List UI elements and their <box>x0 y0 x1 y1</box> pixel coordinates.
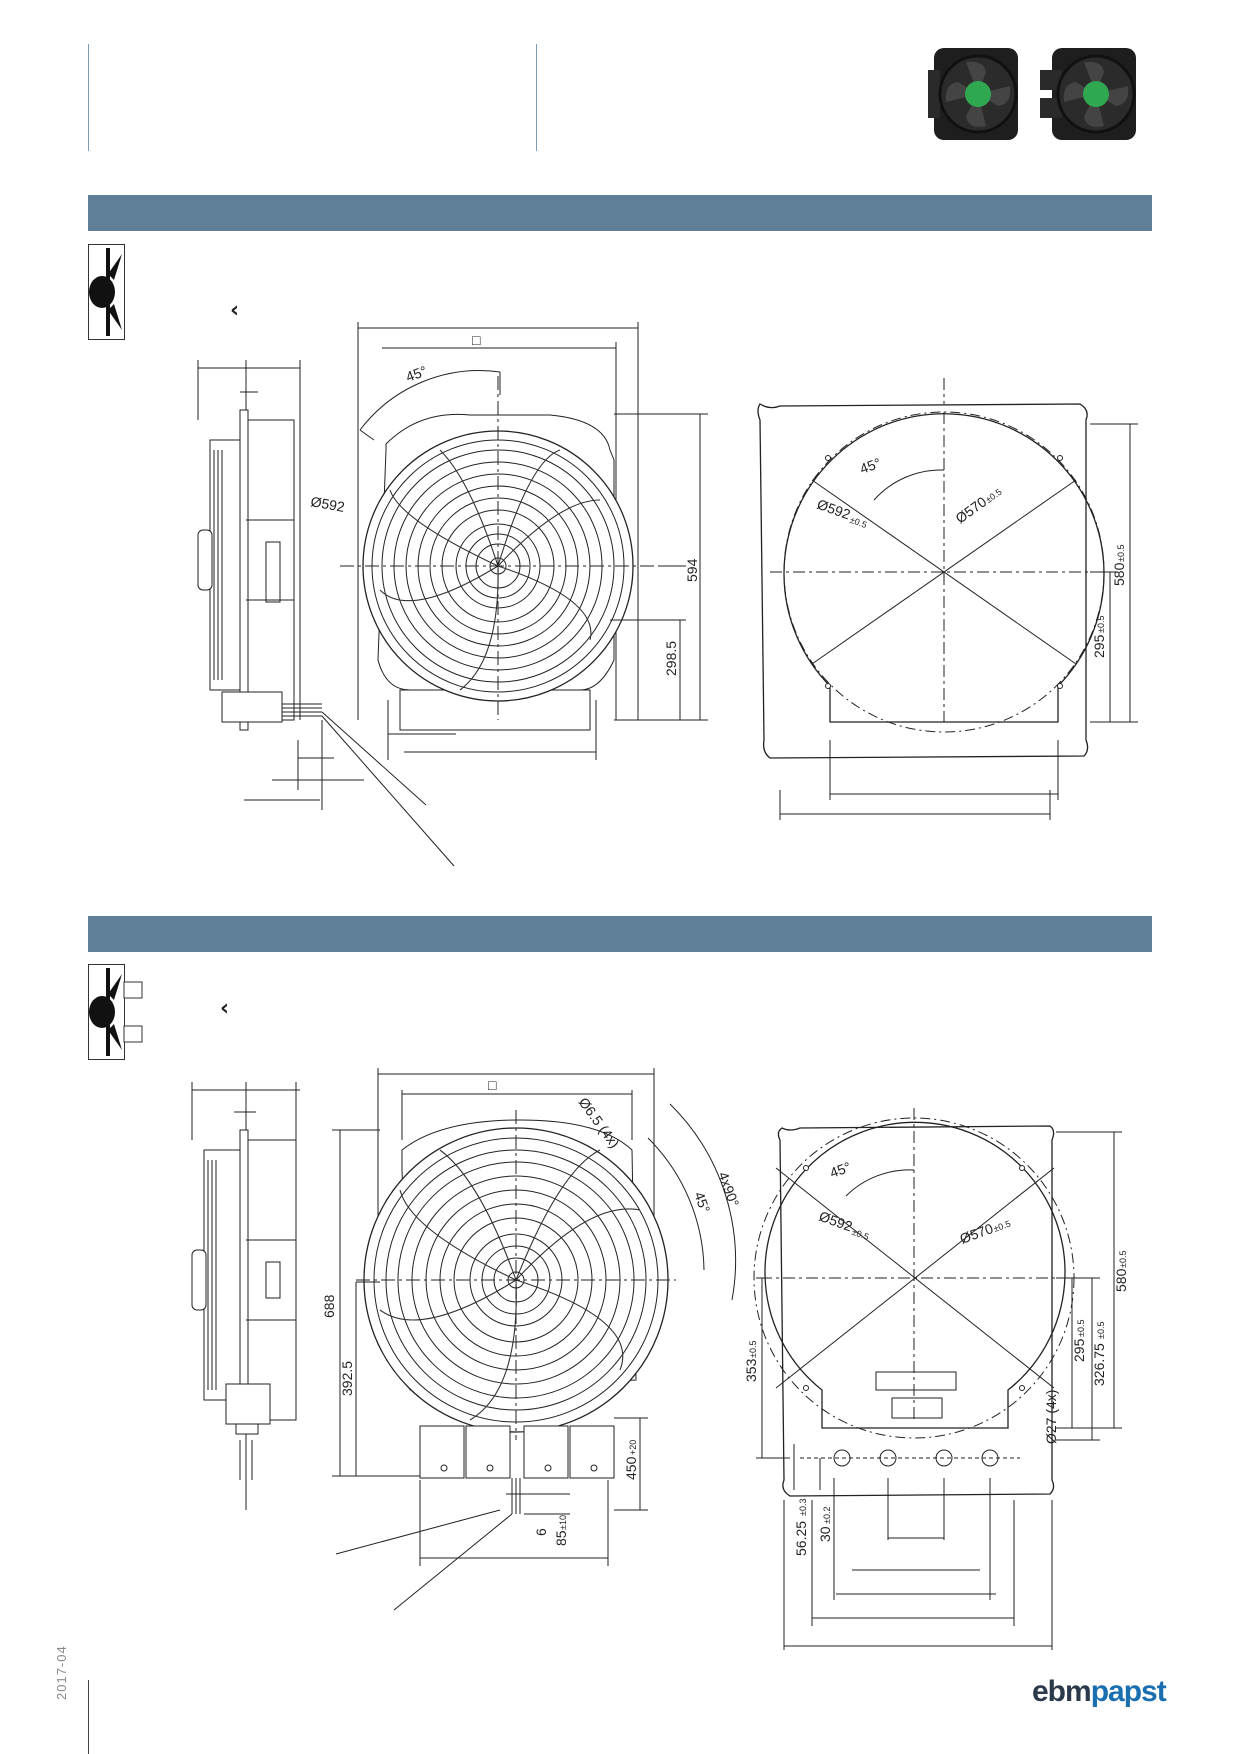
section-mark-2: ‹ <box>220 996 230 1021</box>
section-bar-2 <box>88 916 1152 952</box>
footer-date: 2017-04 <box>54 1645 69 1700</box>
dim-angle-4x90-2: 4x90° <box>715 1170 742 1209</box>
dim-85-tol-2: ±10 <box>558 1515 568 1530</box>
header-rule-left <box>88 44 89 151</box>
drawing-2: □ Ø6.5 (4x) 4x90° 45° 688 392.5 450 +20 … <box>191 1068 1129 1650</box>
dim-height-center-1: 298.5 <box>663 641 679 676</box>
footer-rule <box>88 1680 89 1754</box>
dim-450-tol-2: +20 <box>628 1440 638 1455</box>
cut-d56-2: 56.25 <box>793 1521 809 1556</box>
cut-h295-1: 295 <box>1091 634 1107 658</box>
cut-d30-2: 30 <box>817 1526 833 1542</box>
cut-d570-tol-2: ±0.5 <box>992 1219 1012 1234</box>
cut-h580-tol-1: ±0.5 <box>1116 545 1126 562</box>
fan-front-view-1 <box>340 322 708 760</box>
cut-h580-2: 580 <box>1113 1268 1129 1292</box>
dim-85-2: 85 <box>553 1530 569 1546</box>
cut-h326-tol-2: ±0.5 <box>1096 1322 1106 1339</box>
dim-angle-45-2: 45° <box>691 1190 713 1215</box>
cut-h295-2: 295 <box>1071 1338 1087 1362</box>
fan-mount-icon-1 <box>88 244 125 340</box>
ebmpapst-logo: ebmpapst <box>1032 1675 1167 1709</box>
cut-d570-tol-1: ±0.5 <box>984 487 1004 505</box>
dim-height-total-1: 594 <box>684 558 700 582</box>
cut-d56-tol-2: ±0.3 <box>798 1499 808 1516</box>
cut-h580-tol-2: ±0.5 <box>1118 1251 1128 1268</box>
dim-square-1: □ <box>472 332 481 348</box>
cut-h326-2: 326.75 <box>1091 1343 1107 1386</box>
cut-h295-tol-2: ±0.5 <box>1076 1320 1086 1337</box>
cutout-template-2 <box>753 1108 1122 1650</box>
cutout-template-1 <box>757 378 1138 820</box>
cut-d30-tol-2: ±0.2 <box>822 1507 832 1524</box>
drawing-1: □ 45° Ø592 594 298.5 45° Ø592 ±0.5 Ø570 … <box>197 322 1138 867</box>
fan-mount-icon-2 <box>88 964 143 1060</box>
cut-h353-2: 353 <box>743 1358 759 1382</box>
cut-d592-2: Ø592 <box>817 1208 855 1235</box>
product-photo-2 <box>1040 48 1136 140</box>
cut-h580-1: 580 <box>1111 562 1127 586</box>
cut-h295-tol-1: ±0.5 <box>1096 616 1106 633</box>
side-view-2 <box>191 1082 300 1510</box>
dim-height-688-2: 688 <box>321 1294 337 1318</box>
fan-front-view-2 <box>332 1068 737 1611</box>
side-view-1 <box>197 360 455 867</box>
cut-angle-1: 45° <box>858 455 883 477</box>
logo-part-papst: papst <box>1090 1675 1167 1708</box>
cut-d27-2: Ø27 (4x) <box>1043 1390 1059 1444</box>
header-rule-middle <box>536 44 537 151</box>
dim-450-2: 450 <box>623 1456 639 1480</box>
cut-d592-tol-2: ±0.5 <box>850 1227 870 1242</box>
cut-angle-2: 45° <box>828 1159 853 1181</box>
dim-6-2: 6 <box>533 1528 549 1536</box>
dim-square-2: □ <box>488 1077 497 1093</box>
logo-part-ebm: ebm <box>1032 1675 1092 1708</box>
dim-height-392-2: 392.5 <box>339 1361 355 1396</box>
cut-d592-1: Ø592 <box>815 496 853 523</box>
dim-angle-fan-1: 45° <box>404 363 429 385</box>
section-mark-1: ‹ <box>230 298 240 323</box>
dim-diameter-fan-1: Ø592 <box>309 493 346 515</box>
cut-d570-2: Ø570 <box>958 1220 996 1247</box>
product-photo-1 <box>928 48 1018 140</box>
cut-h353-tol-2: ±0.5 <box>748 1341 758 1358</box>
section-bar-1 <box>88 195 1152 231</box>
